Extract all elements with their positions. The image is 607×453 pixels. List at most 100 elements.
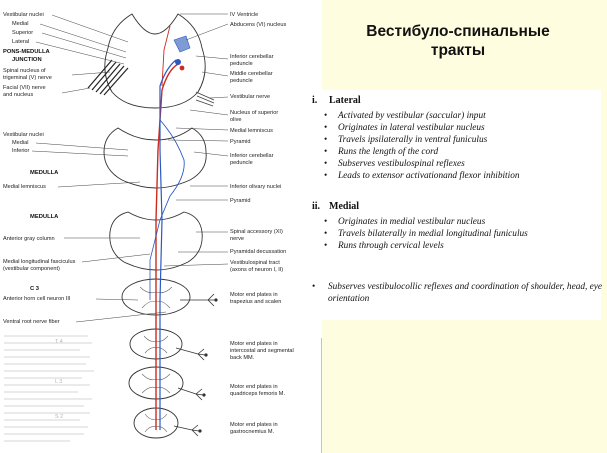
label-t4: T 4: [55, 339, 63, 345]
label-pyramid-1: Pyramid: [230, 139, 251, 145]
label-facial-nerve: Facial (VII) nerve: [3, 85, 46, 91]
l3-motor-branch: [177, 387, 204, 401]
lateral-item: Subserves vestibulospinal reflexes: [324, 158, 520, 170]
label-spinal-accessory: Spinal accessory (XI): [230, 229, 283, 235]
slide-title-line-2: тракты: [430, 42, 486, 59]
label-peduncle-2: peduncle: [230, 78, 253, 84]
label-nerve: nerve: [230, 236, 244, 242]
summary: • Subserves vestibulocollic reflexes and…: [312, 281, 607, 305]
label-trapezius: trapezius and scalen: [230, 299, 281, 305]
lateral-nucleus-neuron: [179, 65, 185, 71]
label-medulla-1: MEDULLA: [30, 170, 59, 176]
t4-end-plate: [204, 353, 208, 357]
lateral-numeral: i.: [312, 95, 318, 106]
slide-title: Вестибуло-спинальные тракты: [342, 22, 574, 60]
c3-end-plate: [214, 298, 218, 302]
s2-motor-branch: [173, 424, 200, 437]
lower-medulla-section: [109, 211, 203, 271]
label-olive: olive: [230, 117, 242, 123]
label-anterior-horn-cell: Anterior horn cell neuron III: [3, 296, 71, 302]
label-pyramid-2: Pyramid: [230, 198, 251, 204]
label-c3-motor: Motor end plates in: [230, 292, 278, 298]
label-medial-lemniscus-left: Medial lemniscus: [3, 184, 46, 190]
medial-tract-branch: [159, 119, 185, 221]
pons-section: [104, 13, 206, 109]
label-s2: S 2: [55, 414, 63, 420]
label-t4-motor: Motor end plates in: [230, 341, 278, 347]
summary-text: Subserves vestibulocollic reflexes and c…: [328, 282, 603, 304]
label-inf-cerebellar-peduncle-2: Inferior cerebellar: [230, 153, 274, 159]
label-back-mm: back MM.: [230, 355, 255, 361]
vestibular-nucleus-neuron: [175, 59, 181, 65]
label-medial-lemniscus-right: Medial lemniscus: [230, 128, 273, 134]
upper-medulla-section: [103, 127, 207, 189]
label-axons-of-neuron: (axons of neuron I, II): [230, 267, 283, 273]
label-iv-ventricle: IV Ventricle: [230, 12, 258, 18]
label-medial-top: Medial: [12, 21, 28, 27]
label-vestibular-nerve: Vestibular nerve: [230, 94, 270, 100]
label-l3-motor: Motor end plates in: [230, 384, 278, 390]
label-mlf: Medial longitudinal fasciculus: [3, 259, 76, 265]
label-medulla-2: MEDULLA: [30, 214, 59, 220]
medial-item: Travels bilaterally in medial longitudin…: [324, 228, 528, 240]
medial-items: Originates in medial vestibular nucleus …: [324, 216, 528, 252]
lateral-vestibulospinal-tract: [155, 63, 179, 430]
faint-background-text: [4, 335, 94, 442]
lateral-items: Activated by vestibular (saccular) input…: [324, 110, 520, 182]
lateral-tract-collateral: [161, 25, 171, 87]
l3-end-plate: [202, 393, 206, 397]
label-inferior: Inferior: [12, 148, 30, 154]
label-pyramidal-decussation: Pyramidal decussation: [230, 249, 286, 255]
lateral-heading-text: Lateral: [329, 95, 361, 106]
vestibular-nerve-fibers: [195, 91, 215, 107]
label-vestibulospinal-tract: Vestibulospinal tract: [230, 260, 280, 266]
label-c3: C 3: [30, 286, 40, 292]
notes-panel: i. Lateral Activated by vestibular (saccu…: [304, 90, 602, 320]
label-abducens-nucleus: Abducens (VI) nucleus: [230, 22, 286, 28]
facial-nerve-fibers: [87, 59, 129, 96]
medial-item: Originates in medial vestibular nucleus: [324, 216, 528, 228]
label-peduncle-3: peduncle: [230, 160, 253, 166]
label-superior: Superior: [12, 30, 33, 36]
label-spinal-nucleus: Spinal nucleus of: [3, 68, 46, 74]
label-gastrocnemius: gastrocnemius M.: [230, 429, 275, 435]
medial-heading: ii. Medial: [312, 201, 359, 212]
label-inferior-olivary-nuclei: Inferior olivary nuclei: [230, 184, 281, 190]
label-trigeminal-nerve: trigeminal (V) nerve: [3, 75, 52, 81]
label-intercostal: intercostal and segmental: [230, 348, 294, 354]
c3-motor-branch: [180, 293, 215, 307]
medial-heading-text: Medial: [329, 201, 359, 212]
label-pons-medulla: PONS-MEDULLA: [3, 49, 51, 55]
label-and-nucleus: and nucleus: [3, 92, 33, 98]
label-mlf-vestibular: (vestibular component): [3, 266, 60, 272]
lateral-item: Originates in lateral vestibular nucleus: [324, 122, 520, 134]
s2-end-plate: [198, 429, 202, 433]
label-anterior-gray-column: Anterior gray column: [3, 236, 55, 242]
medial-item: Runs through cervical levels: [324, 240, 528, 252]
right-labels: IV Ventricle Abducens (VI) nucleus Infer…: [230, 12, 294, 435]
label-ventral-root: Ventral root nerve fiber: [3, 319, 60, 325]
right-leader-lines: [163, 13, 229, 267]
summary-bullet: •: [312, 282, 316, 292]
label-vestibular-nuclei-bottom: Vestibular nuclei: [3, 132, 44, 138]
label-medial-bottom: Medial: [12, 140, 28, 146]
label-s2-motor: Motor end plates in: [230, 422, 278, 428]
label-inf-cerebellar-peduncle-1: Inferior cerebellar: [230, 54, 274, 60]
label-junction: JUNCTION: [12, 57, 42, 63]
lateral-heading: i. Lateral: [312, 95, 361, 106]
slide-title-line-1: Вестибуло-спинальные: [366, 23, 550, 40]
t4-motor-branch: [175, 347, 206, 361]
medial-numeral: ii.: [312, 201, 321, 212]
label-peduncle-1: peduncle: [230, 61, 253, 67]
abducens-nucleus: [173, 35, 191, 53]
lateral-item: Travels ipsilaterally in ventral funicul…: [324, 134, 520, 146]
label-quadriceps: quadriceps femoris M.: [230, 391, 285, 397]
medial-vestibulospinal-tract: [159, 59, 177, 430]
medial-tract-contralateral: [149, 219, 161, 300]
left-labels: Vestibular nuclei Medial Superior Latera…: [3, 12, 76, 420]
label-nucleus-superior: Nucleus of superior: [230, 110, 278, 116]
lateral-item: Activated by vestibular (saccular) input: [324, 110, 520, 122]
vestibulospinal-diagram: Vestibular nuclei Medial Superior Latera…: [0, 0, 322, 453]
lateral-item: Leads to extensor activationand flexor i…: [324, 170, 520, 182]
